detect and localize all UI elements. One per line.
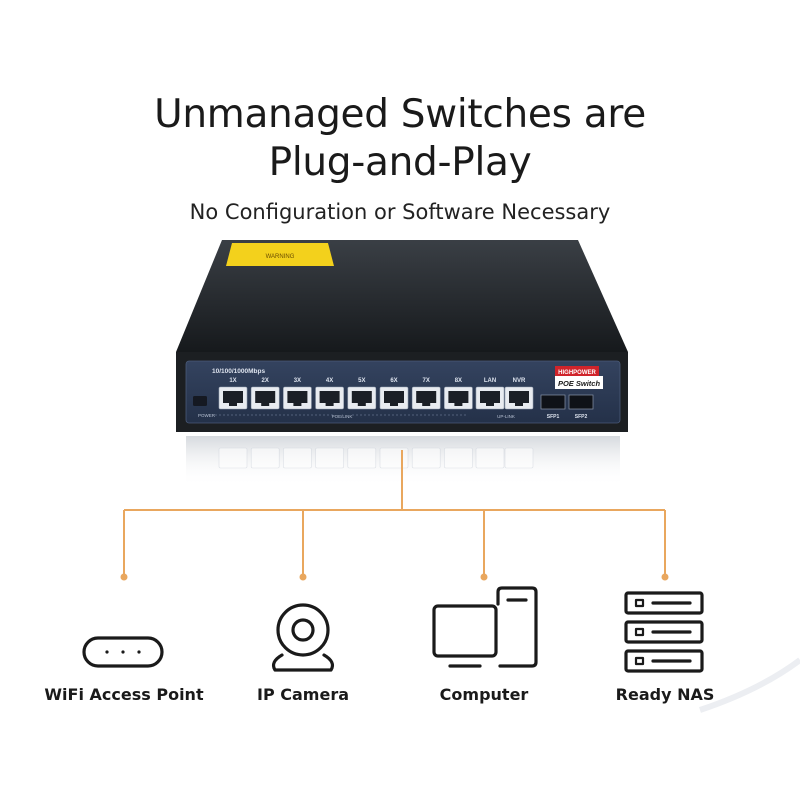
headline-line-2: Plug-and-Play bbox=[268, 140, 532, 185]
port-label: 7X bbox=[423, 378, 430, 384]
power-label: POWER bbox=[198, 413, 216, 418]
port-label: 5X bbox=[358, 378, 365, 384]
rj45-port-latch bbox=[454, 403, 463, 406]
port-label: 8X bbox=[455, 378, 462, 384]
reflected-port bbox=[250, 447, 280, 469]
connection-tree bbox=[123, 450, 666, 574]
rj45-port-socket bbox=[223, 391, 243, 403]
badge-top-text: HIGHPOWER bbox=[558, 370, 596, 376]
switch-top-face bbox=[176, 240, 628, 352]
reset-button[interactable] bbox=[193, 396, 207, 406]
rj45-port-socket bbox=[480, 391, 500, 403]
rj45-port-socket bbox=[448, 391, 469, 403]
rj45-port-latch bbox=[422, 403, 431, 406]
sfp-port-2[interactable] bbox=[568, 394, 594, 410]
nas-drive-3 bbox=[624, 649, 704, 673]
node-camera bbox=[299, 573, 307, 581]
nas-icon bbox=[624, 591, 704, 673]
device-label-camera: IP Camera bbox=[257, 685, 349, 704]
sfp-label: SFP1 bbox=[547, 414, 560, 420]
reflected-port bbox=[347, 447, 377, 469]
rj45-port-latch bbox=[293, 403, 302, 406]
rj45-port-latch bbox=[390, 403, 398, 406]
subtitle: No Configuration or Software Necessary bbox=[189, 200, 611, 224]
rj45-port-socket bbox=[255, 391, 276, 403]
rj45-port-latch bbox=[261, 403, 270, 406]
rj45-port-socket bbox=[351, 391, 372, 403]
wifi-access-point-icon bbox=[82, 636, 164, 668]
node-computer bbox=[480, 573, 488, 581]
reflected-port bbox=[504, 447, 534, 469]
port-label: LAN bbox=[484, 378, 496, 384]
camera-head bbox=[276, 603, 330, 657]
wifi-ap-led-1 bbox=[105, 650, 109, 654]
reflected-port bbox=[444, 447, 473, 469]
computer-tower bbox=[496, 586, 538, 668]
wifi-ap-body bbox=[82, 636, 164, 668]
rj45-port-latch bbox=[229, 403, 237, 406]
node-nas bbox=[661, 573, 669, 581]
rj45-port-latch bbox=[357, 403, 366, 406]
rj45-port-socket bbox=[287, 391, 308, 403]
port-label: 3X bbox=[294, 378, 301, 384]
computer-icon bbox=[432, 586, 538, 668]
headline-line-1: Unmanaged Switches are bbox=[154, 92, 646, 137]
reflected-port bbox=[475, 447, 505, 469]
rj45-port-socket bbox=[319, 391, 340, 403]
nas-led-2 bbox=[634, 627, 645, 637]
speed-label: 10/100/1000Mbps bbox=[212, 368, 266, 375]
reflected-port bbox=[218, 447, 248, 469]
warning-text: WARNING bbox=[266, 254, 295, 260]
highpower-badge bbox=[555, 366, 599, 376]
device-label-wifi: WiFi Access Point bbox=[44, 685, 204, 704]
sfp-label: SFP2 bbox=[575, 414, 588, 420]
node-wifi bbox=[120, 573, 128, 581]
rj45-port-socket bbox=[416, 391, 437, 403]
badge-bottom-text: POE Switch bbox=[558, 379, 601, 388]
rj45-port-socket bbox=[384, 391, 404, 403]
camera-base bbox=[271, 653, 335, 672]
poe-switch-badge bbox=[555, 376, 603, 389]
port-label: 4X bbox=[326, 378, 333, 384]
sfp-port-1[interactable] bbox=[540, 394, 566, 410]
rj45-port-latch bbox=[486, 403, 494, 406]
decorative-swoosh bbox=[699, 657, 800, 713]
nas-drive-2 bbox=[624, 620, 704, 644]
uplink-group-label: UP-LINK bbox=[497, 414, 515, 419]
reflected-port bbox=[283, 447, 312, 469]
warning-sticker bbox=[226, 243, 334, 266]
wifi-ap-led-3 bbox=[137, 650, 141, 654]
nas-drive-1 bbox=[624, 591, 704, 615]
poe-switch: WARNING 10/100/1000Mbps POWER 1X 2X 3X 4X 5X… bbox=[176, 240, 628, 432]
nas-led-3 bbox=[634, 656, 645, 666]
rj45-port-latch bbox=[325, 403, 334, 406]
port-label: NVR bbox=[513, 378, 526, 384]
ip-camera-icon bbox=[271, 603, 335, 672]
rj45-port-socket bbox=[509, 391, 529, 403]
reflected-port bbox=[411, 447, 441, 469]
rj45-port-latch bbox=[515, 403, 523, 406]
port-label: 2X bbox=[262, 378, 269, 384]
computer-monitor bbox=[432, 604, 498, 658]
camera-lens bbox=[291, 618, 315, 642]
device-label-nas: Ready NAS bbox=[615, 685, 715, 704]
poe-link-label: POE/LINK bbox=[332, 414, 353, 419]
wifi-ap-led-2 bbox=[121, 650, 125, 654]
port-label: 1X bbox=[229, 378, 236, 384]
reflected-port bbox=[379, 447, 409, 469]
reflected-port bbox=[315, 447, 344, 469]
device-label-computer: Computer bbox=[439, 685, 529, 704]
port-label: 6X bbox=[390, 378, 397, 384]
nas-led-1 bbox=[634, 598, 645, 608]
